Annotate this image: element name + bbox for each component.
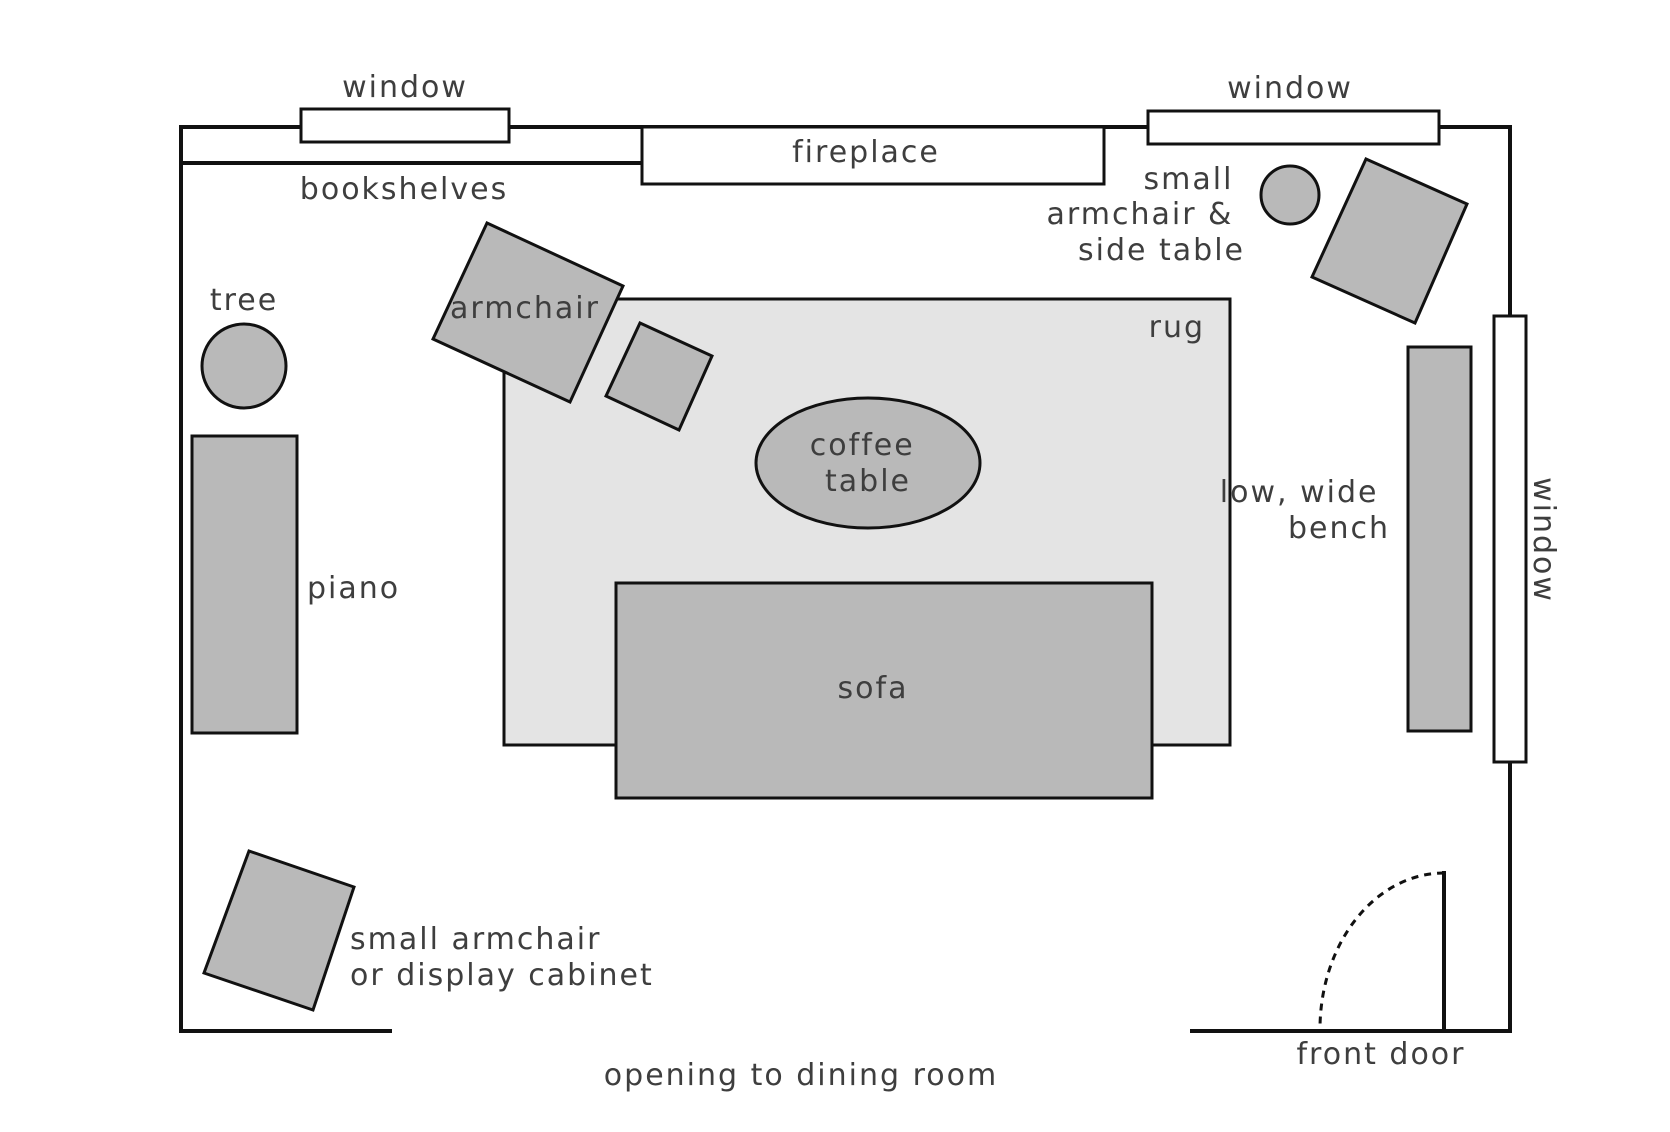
label-front-door: front door [1297, 1037, 1466, 1072]
label-small-armchair-cabinet: small armchair or display cabinet [350, 922, 654, 993]
label-tree: tree [210, 283, 278, 318]
label-low-wide-bench: low, wide bench [1220, 475, 1390, 546]
label-line: armchair & [1047, 197, 1234, 232]
label-line: coffee [810, 428, 915, 463]
piano [190, 434, 299, 735]
label-line: low, wide [1220, 475, 1379, 510]
fireplace [640, 125, 1106, 186]
armchair [431, 221, 625, 404]
label-fireplace: fireplace [792, 135, 940, 170]
armchair-side-table [604, 321, 714, 433]
label-coffee-table: coffee table [810, 428, 926, 499]
label-window-top-right: window [1227, 71, 1353, 106]
side-table [1259, 164, 1321, 226]
label-piano: piano [307, 571, 400, 606]
label-small-armchair-side-table: small armchair & side table [1047, 162, 1245, 268]
coffee-table [754, 396, 982, 530]
small-armchair-top-right [1310, 157, 1469, 325]
sofa [614, 581, 1154, 800]
label-line: table [825, 464, 911, 499]
label-line: or display cabinet [350, 958, 654, 993]
window-top-right [1146, 109, 1441, 146]
label-sofa: sofa [838, 671, 909, 706]
window-right [1492, 314, 1528, 764]
label-line: side table [1078, 233, 1245, 268]
front-door [1318, 871, 1446, 1031]
label-line: bench [1288, 511, 1390, 546]
label-window-top-left: window [342, 70, 468, 105]
label-armchair: armchair [450, 291, 600, 326]
low-wide-bench [1406, 345, 1473, 733]
label-line: small armchair [350, 922, 601, 957]
label-bookshelves: bookshelves [300, 172, 508, 207]
label-window-right: window [1526, 477, 1561, 603]
label-line: small [1144, 162, 1234, 197]
window-top-left [299, 107, 511, 144]
small-armchair-bottom-left [202, 849, 356, 1012]
door-swing-arc [1318, 871, 1445, 1030]
label-opening-to-dining-room: opening to dining room [604, 1058, 998, 1093]
tree [200, 322, 288, 410]
label-rug: rug [1149, 310, 1205, 345]
